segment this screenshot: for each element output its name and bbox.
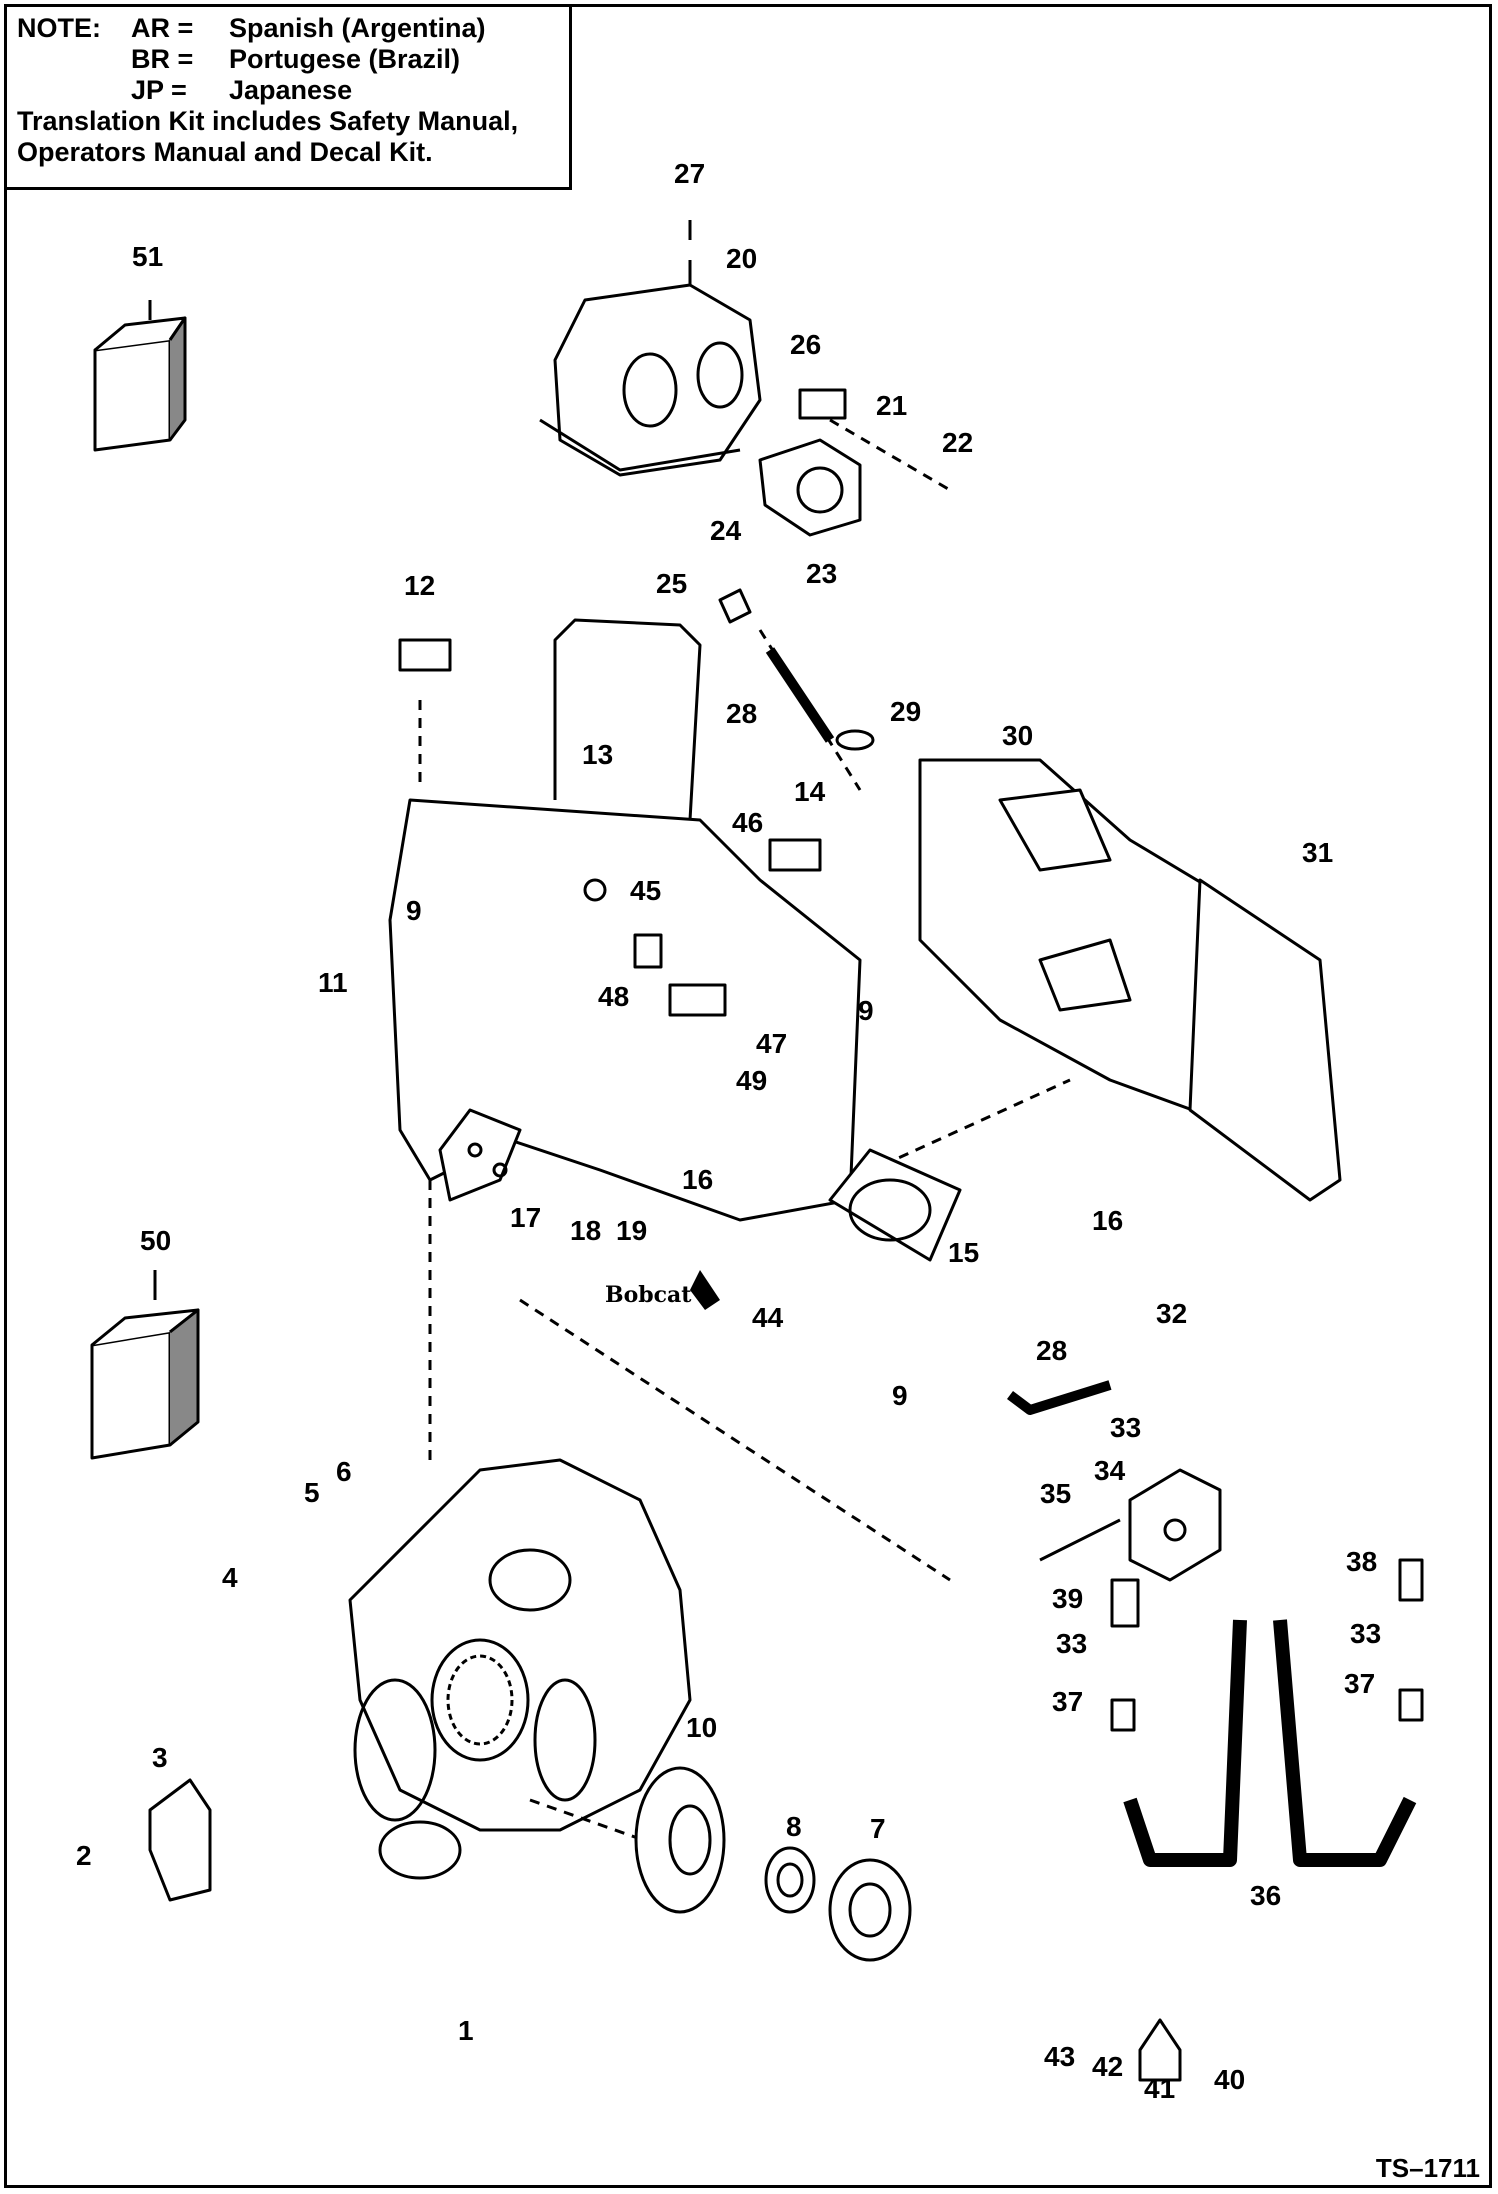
callout-7: 7 <box>870 1813 886 1844</box>
handle-41 <box>1138 2018 1182 2082</box>
manual-box-50 <box>90 1270 200 1460</box>
bracket-48 <box>668 983 727 1017</box>
callout-50: 50 <box>140 1225 171 1256</box>
callout-22: 22 <box>942 427 973 458</box>
lang-code: BR = <box>131 44 194 74</box>
callout-21: 21 <box>876 390 907 421</box>
main-frame-13 <box>388 618 862 1222</box>
seal-7 <box>828 1858 912 1962</box>
decal-45 <box>633 933 663 969</box>
callout-5: 5 <box>304 1477 320 1508</box>
side-shield-30 <box>849 758 1342 1202</box>
callout-41: 41 <box>1144 2073 1175 2104</box>
hose-28 <box>1007 1380 1112 1415</box>
kit-line-2: Operators Manual and Decal Kit. <box>17 137 433 167</box>
decal-12 <box>398 638 452 672</box>
callout-36: 36 <box>1250 1880 1281 1911</box>
lang-code: AR = <box>131 13 194 43</box>
callout-45: 45 <box>630 875 661 906</box>
callout-27: 27 <box>674 158 705 189</box>
decal-14 <box>768 838 822 872</box>
callout-24: 24 <box>710 515 742 546</box>
callout-44: 44 <box>752 1302 784 1333</box>
callout-35: 35 <box>1040 1478 1071 1509</box>
callout-42: 42 <box>1092 2051 1123 2082</box>
callout-38: 38 <box>1346 1546 1377 1577</box>
callout-28: 28 <box>1036 1335 1067 1366</box>
fittings <box>1110 1558 1424 1732</box>
callout-39: 39 <box>1052 1583 1083 1614</box>
callout-11: 11 <box>318 967 348 998</box>
hydraulic-motor-23 <box>758 418 951 537</box>
callout-46: 46 <box>732 807 763 838</box>
fitting-and-hose <box>718 588 875 791</box>
callout-29: 29 <box>890 696 921 727</box>
callout-12: 12 <box>404 570 435 601</box>
callout-30: 30 <box>1002 720 1033 751</box>
bracket-15 <box>828 1148 962 1262</box>
callout-4: 4 <box>222 1562 238 1593</box>
callout-31: 31 <box>1302 837 1333 868</box>
callout-10: 10 <box>686 1712 717 1743</box>
callout-43: 43 <box>1044 2041 1075 2072</box>
callout-26: 26 <box>790 329 821 360</box>
callout-14: 14 <box>794 776 826 807</box>
valve-block-34 <box>1039 1468 1222 1582</box>
callout-2: 2 <box>76 1840 92 1871</box>
callout-16: 16 <box>1092 1205 1123 1236</box>
callout-numbers: 1 2 3 4 5 6 7 8 9 9 9 10 11 12 13 14 15 … <box>76 158 1381 2104</box>
callout-51: 51 <box>132 241 163 272</box>
callout-47: 47 <box>756 1028 787 1059</box>
callout-48: 48 <box>598 981 629 1012</box>
callout-18: 18 <box>570 1215 601 1246</box>
document-id: TS–1711 <box>1375 2153 1480 2183</box>
tooth-3 <box>148 1778 212 1902</box>
callout-33: 33 <box>1350 1618 1381 1649</box>
callout-19: 19 <box>616 1215 647 1246</box>
callout-23: 23 <box>806 558 837 589</box>
lang-name: Japanese <box>229 75 353 105</box>
callout-37: 37 <box>1052 1686 1083 1717</box>
callout-1: 1 <box>458 2015 474 2046</box>
callout-17: 17 <box>510 1202 541 1233</box>
hub-10 <box>634 1766 726 1914</box>
callout-20: 20 <box>726 243 757 274</box>
note-heading: NOTE: <box>17 13 101 43</box>
callout-6: 6 <box>336 1456 352 1487</box>
callout-25: 25 <box>656 568 687 599</box>
callout-3: 3 <box>152 1742 168 1773</box>
callout-40: 40 <box>1214 2064 1245 2095</box>
callout-9: 9 <box>858 995 874 1026</box>
manual-box-51 <box>93 300 187 452</box>
callout-37: 37 <box>1344 1668 1375 1699</box>
bearing-8 <box>764 1846 816 1914</box>
translation-note-box: NOTE: AR = Spanish (Argentina) BR = Portuge… <box>4 4 572 190</box>
lang-name: Spanish (Argentina) <box>229 13 486 43</box>
callout-49: 49 <box>736 1065 767 1096</box>
kit-line-1: Translation Kit includes Safety Manual, <box>17 106 519 136</box>
callout-15: 15 <box>948 1237 979 1268</box>
callout-28: 28 <box>726 698 757 729</box>
callout-9: 9 <box>406 895 422 926</box>
callout-16: 16 <box>682 1164 713 1195</box>
callout-8: 8 <box>786 1811 802 1842</box>
callout-33: 33 <box>1110 1412 1141 1443</box>
gearbox-20 <box>539 220 762 477</box>
hydraulic-hose-36 <box>1123 1619 1417 1867</box>
callout-33: 33 <box>1056 1628 1087 1659</box>
cutter-wheel-1 <box>348 1180 951 1880</box>
lang-code: JP = <box>131 75 187 105</box>
callout-9: 9 <box>892 1380 908 1411</box>
lang-name: Portugese (Brazil) <box>229 44 461 74</box>
brand-decal-44: Bobcat <box>605 1282 692 1308</box>
decal-26 <box>798 388 847 420</box>
callout-32: 32 <box>1156 1298 1187 1329</box>
bobcat-logo-icon <box>690 1270 720 1310</box>
callout-13: 13 <box>582 739 613 770</box>
page-border <box>4 4 1492 2188</box>
callout-34: 34 <box>1094 1455 1126 1486</box>
